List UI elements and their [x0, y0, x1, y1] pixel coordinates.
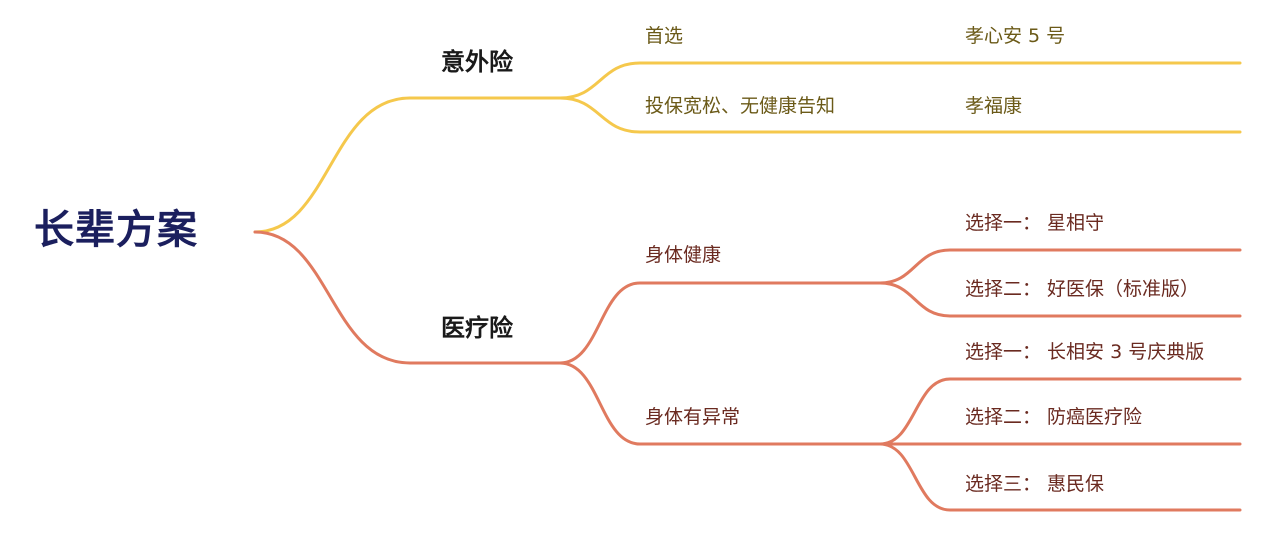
- accident-first-choice[interactable]: 首选: [645, 25, 684, 47]
- root-to-accident-line: [253, 96, 562, 234]
- abnormal-option1-line: [878, 377, 1242, 446]
- accident-to-first-choice-line: [558, 61, 1242, 100]
- accident-lenient-product[interactable]: 孝福康: [965, 95, 1023, 117]
- abnormal-option-3[interactable]: 选择三： 惠民保: [965, 473, 1105, 495]
- root-node[interactable]: 长辈方案: [34, 207, 198, 253]
- medical-healthy[interactable]: 身体健康: [645, 244, 722, 266]
- abnormal-option-2[interactable]: 选择二： 防癌医疗险: [965, 406, 1143, 428]
- healthy-option-2[interactable]: 选择二： 好医保（标准版）: [965, 278, 1200, 300]
- accident-to-lenient-line: [558, 96, 1242, 134]
- branch-accident-insurance[interactable]: 意外险: [441, 48, 513, 76]
- accident-first-choice-product[interactable]: 孝心安 5 号: [965, 25, 1066, 47]
- healthy-option-1[interactable]: 选择一： 星相守: [965, 212, 1105, 234]
- abnormal-option-1[interactable]: 选择一： 长相安 3 号庆典版: [965, 341, 1205, 363]
- healthy-option1-line: [878, 248, 1242, 285]
- medical-to-abnormal-line: [558, 361, 882, 446]
- medical-branch-lines: [253, 230, 1242, 512]
- healthy-option2-line: [878, 281, 1242, 318]
- branch-medical-insurance[interactable]: 医疗险: [441, 314, 513, 342]
- accident-lenient-underwriting[interactable]: 投保宽松、无健康告知: [645, 95, 836, 117]
- medical-abnormal[interactable]: 身体有异常: [645, 406, 741, 428]
- abnormal-option3-line: [878, 442, 1242, 512]
- accident-branch-lines: [253, 61, 1242, 234]
- root-to-medical-line: [253, 230, 562, 365]
- medical-to-healthy-line: [558, 281, 882, 365]
